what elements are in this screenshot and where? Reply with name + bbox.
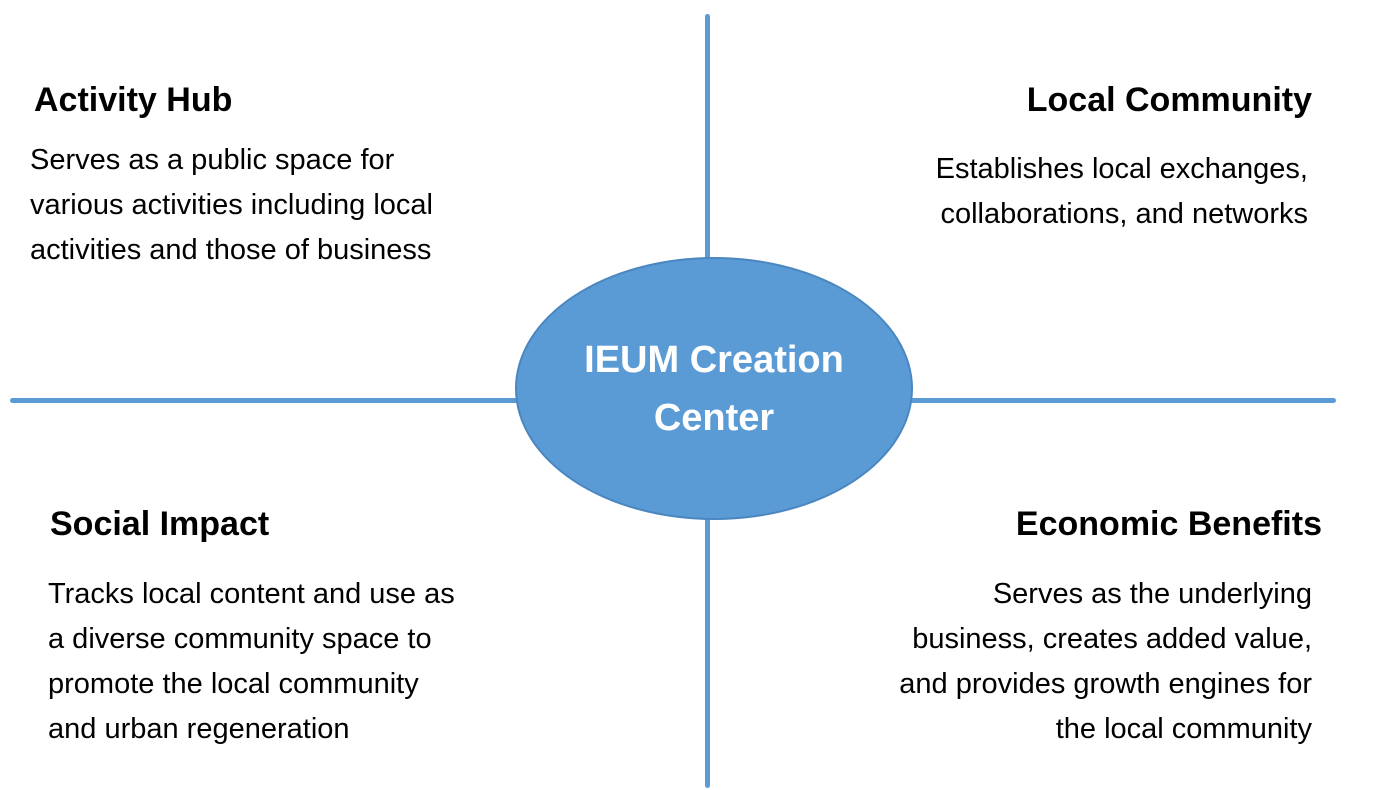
quadrant-social-impact: Social Impact Tracks local content and u… <box>48 504 568 752</box>
description-line: and urban regeneration <box>48 713 350 745</box>
description-line: collaborations, and networks <box>940 198 1308 230</box>
description-line: and provides growth engines for <box>899 668 1312 700</box>
quadrant-description: Tracks local content and use as a divers… <box>48 572 568 752</box>
quadrant-activity-hub: Activity Hub Serves as a public space fo… <box>30 80 552 273</box>
description-line: activities and those of business <box>30 234 432 266</box>
quadrant-title: Activity Hub <box>34 81 233 119</box>
quadrant-local-community: Local Community Establishes local exchan… <box>792 80 1312 237</box>
quadrant-description: Establishes local exchanges, collaborati… <box>792 147 1308 237</box>
description-line: a diverse community space to <box>48 623 432 655</box>
vertical-axis-top <box>705 14 710 260</box>
quadrant-title: Social Impact <box>50 505 270 543</box>
description-line: Establishes local exchanges, <box>935 153 1308 185</box>
description-line: promote the local community <box>48 668 419 700</box>
description-line: various activities including local <box>30 189 433 221</box>
quadrant-title: Local Community <box>1026 81 1312 119</box>
description-line: Serves as a public space for <box>30 144 395 176</box>
quadrant-description: Serves as the underlying business, creat… <box>782 572 1312 752</box>
description-line: the local community <box>1055 713 1312 745</box>
center-label-line1: IEUM Creation <box>584 338 844 381</box>
description-line: Tracks local content and use as <box>48 578 455 610</box>
quadrant-economic-benefits: Economic Benefits Serves as the underlyi… <box>782 504 1322 752</box>
vertical-axis-bottom <box>705 518 710 788</box>
quadrant-title: Economic Benefits <box>1015 505 1322 543</box>
description-line: business, creates added value, <box>912 623 1312 655</box>
horizontal-axis-right <box>908 398 1336 403</box>
center-label: IEUM Creation Center <box>554 331 874 447</box>
center-ellipse: IEUM Creation Center <box>515 257 913 520</box>
center-label-line2: Center <box>653 396 775 439</box>
description-line: Serves as the underlying <box>992 578 1312 610</box>
horizontal-axis-left <box>10 398 520 403</box>
quadrant-description: Serves as a public space for various act… <box>30 138 552 273</box>
